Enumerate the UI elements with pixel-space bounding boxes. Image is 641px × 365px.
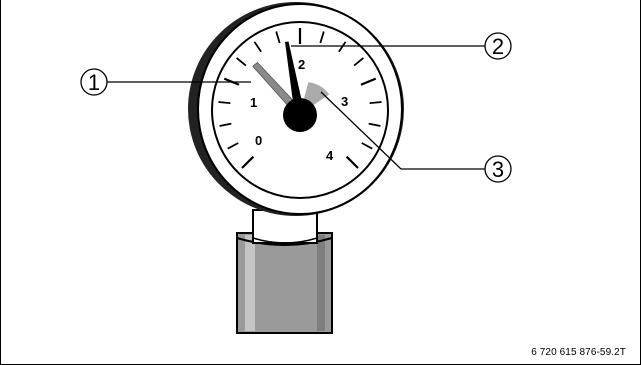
dial-tick [236,57,247,67]
callout-3: 3 [320,91,512,183]
gauge-dial: 0 1 2 3 4 [211,21,389,199]
scale-label-4: 4 [326,148,334,163]
scale-label-3: 3 [341,94,348,109]
dial-tick [275,31,281,44]
scale-label-0: 0 [255,133,262,148]
callout-1-number: 1 [88,70,100,95]
dial-tick [319,31,325,44]
callout-2-number: 2 [492,34,504,59]
dial-tick [345,155,359,169]
callout-2: 2 [291,32,512,60]
callout-1: 1 [80,68,251,96]
dial-tick [361,142,373,150]
dial-tick [369,101,382,105]
dial-tick [241,155,255,169]
gauge-pipe [236,232,333,334]
dial-tick [338,41,347,53]
dial-tick [353,57,364,67]
dial-tick [368,122,381,127]
dial-tick [219,122,232,127]
dial-tick [253,41,262,53]
dial-tick [218,101,231,105]
callout-3-number: 3 [492,157,504,182]
scale-label-1: 1 [250,95,257,110]
dial-tick [227,142,239,150]
figure-reference-code: 6 720 615 876-59.2T [531,347,626,358]
dial-tick [360,77,377,86]
scale-label-2: 2 [298,57,305,72]
needle-hub [283,98,317,132]
